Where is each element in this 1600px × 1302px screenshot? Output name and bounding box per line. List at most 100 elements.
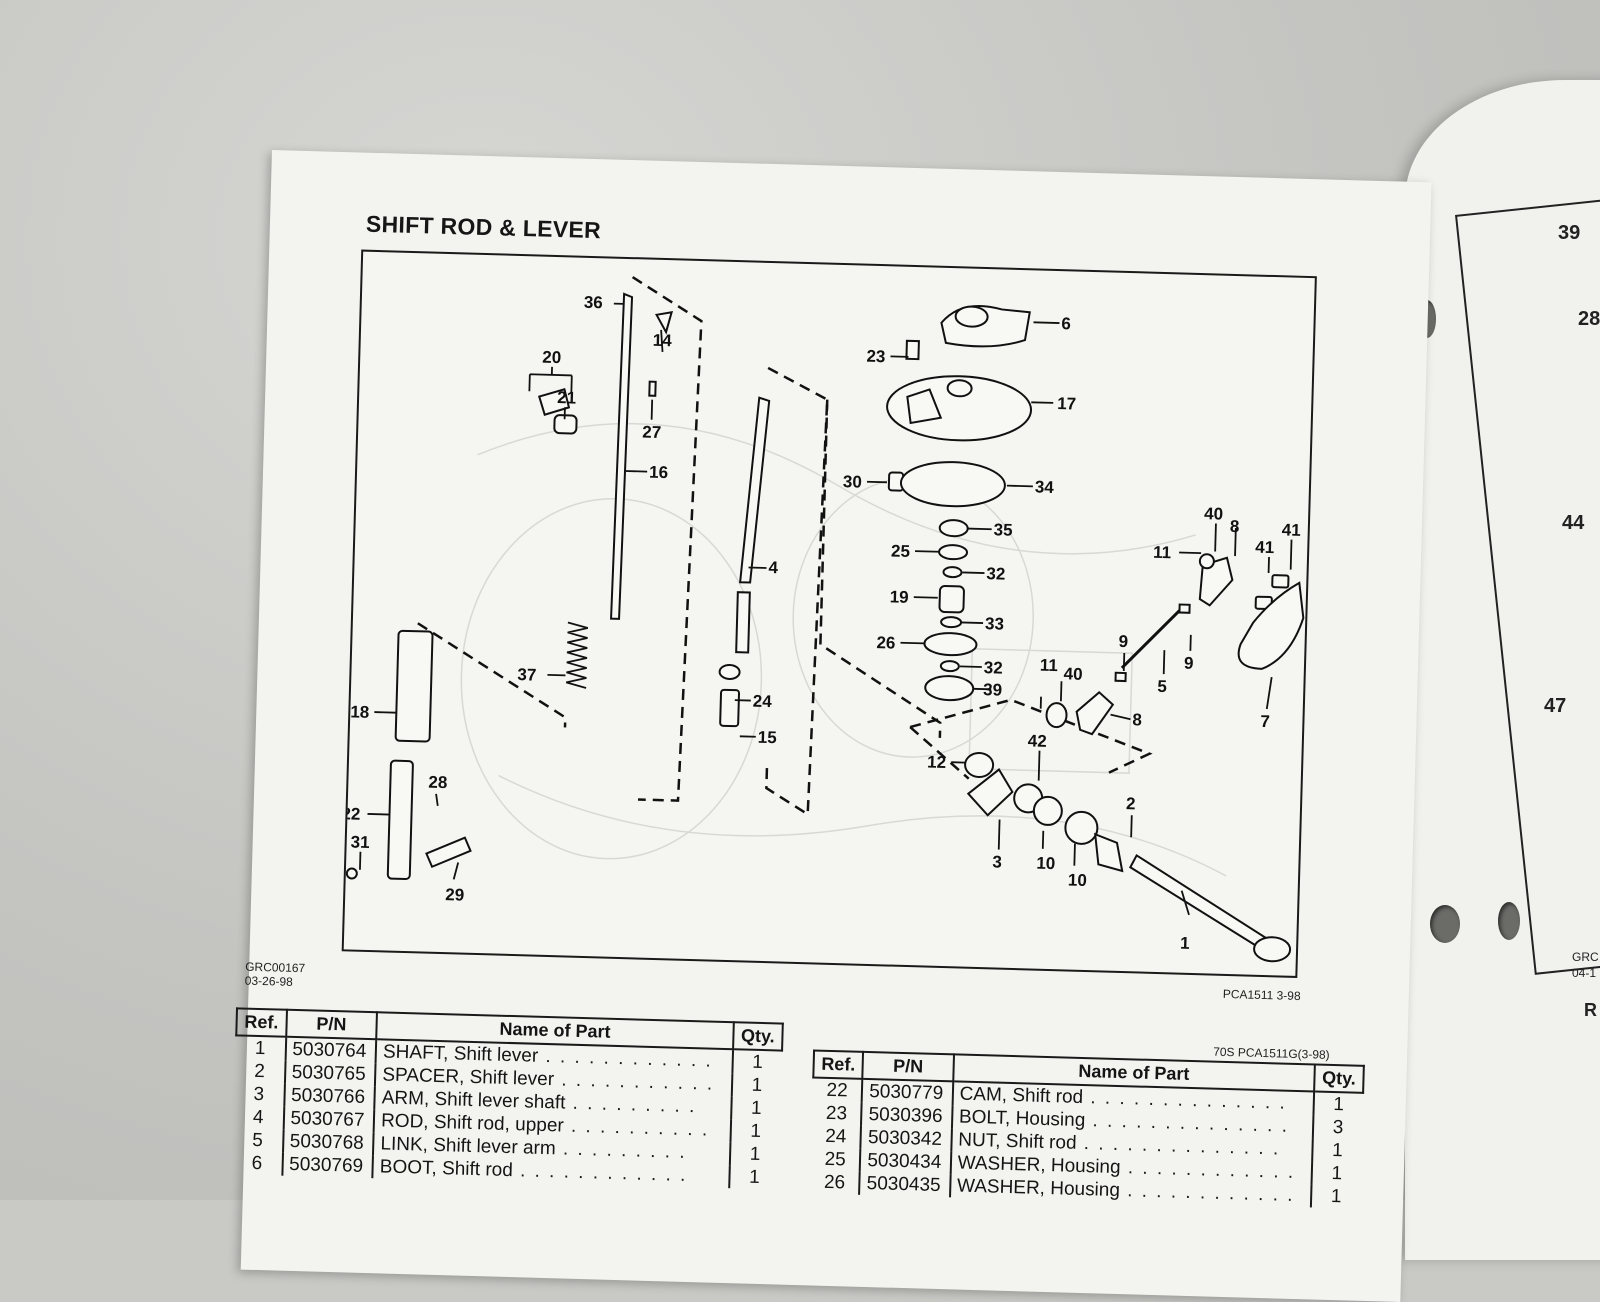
- callout-8: 8: [1132, 710, 1142, 729]
- pn-cell: 5030766: [284, 1084, 375, 1110]
- callout-3: 3: [992, 852, 1002, 871]
- qty-cell: 1: [731, 1096, 781, 1120]
- pn-cell: 5030434: [860, 1149, 951, 1175]
- qty-cell: 1: [1311, 1184, 1361, 1208]
- callout-27: 27: [642, 422, 661, 442]
- facing-page-label: 28: [1578, 308, 1600, 331]
- pn-cell: 5030396: [861, 1103, 952, 1129]
- qty-cell: 3: [1313, 1115, 1363, 1139]
- callout-35: 35: [993, 520, 1012, 540]
- callout-9: 9: [1184, 654, 1194, 673]
- column-header-ref: Ref.: [813, 1050, 863, 1078]
- column-header-qty: Qty.: [1314, 1064, 1364, 1092]
- callout-42: 42: [1028, 731, 1047, 751]
- pn-cell: 5030764: [285, 1037, 376, 1064]
- callout-37: 37: [517, 665, 536, 685]
- callout-labels: 1 2 3 4 5 6 7 8 8 9 9 10 10 11 11 12 13 …: [344, 285, 1307, 956]
- callout-36: 36: [584, 293, 603, 313]
- ref-cell: 1: [236, 1035, 286, 1060]
- callout-18: 18: [350, 702, 369, 722]
- callout-11: 11: [1153, 543, 1172, 562]
- qty-cell: 1: [732, 1049, 782, 1074]
- ref-cell: 2: [235, 1059, 285, 1083]
- page-title: SHIFT ROD & LEVER: [366, 211, 602, 245]
- facing-page-label: 47: [1544, 695, 1566, 718]
- ref-cell: 23: [812, 1101, 862, 1125]
- callout-26: 26: [876, 633, 895, 653]
- qty-cell: 1: [730, 1119, 780, 1143]
- callout-11: 11: [1040, 656, 1059, 675]
- pn-cell: 5030768: [283, 1130, 374, 1156]
- callout-23: 23: [866, 347, 885, 367]
- callout-9: 9: [1118, 632, 1128, 651]
- part-name: NUT, Shift rod: [958, 1130, 1077, 1154]
- qty-cell: 1: [1313, 1091, 1363, 1116]
- callout-20: 20: [542, 348, 561, 368]
- part-name: WASHER, Housing: [957, 1176, 1120, 1202]
- qty-cell: 1: [730, 1142, 780, 1166]
- part-name: BOLT, Housing: [959, 1107, 1086, 1132]
- dashed-group-outline: [618, 277, 703, 801]
- ref-cell: 4: [234, 1105, 284, 1129]
- part-name: CAM, Shift rod: [959, 1084, 1083, 1108]
- callout-33: 33: [985, 614, 1004, 634]
- callout-4: 4: [768, 558, 779, 577]
- callout-10: 10: [1036, 854, 1055, 874]
- ref-cell: 26: [810, 1170, 860, 1194]
- qty-cell: 1: [729, 1165, 779, 1189]
- callout-5: 5: [1157, 677, 1167, 696]
- part-name: BOOT, Shift rod: [380, 1156, 514, 1181]
- callout-41: 41: [1282, 520, 1301, 540]
- callout-14: 14: [653, 331, 673, 351]
- figure-code: PCA1511 3-98: [1223, 987, 1301, 1003]
- callout-39: 39: [983, 680, 1002, 700]
- callout-17: 17: [1057, 394, 1076, 414]
- ref-cell: 24: [811, 1124, 861, 1148]
- dashed-group-outline: [415, 623, 568, 727]
- callout-2: 2: [1126, 794, 1136, 813]
- pn-cell: 5030769: [282, 1153, 373, 1179]
- pn-cell: 5030767: [283, 1107, 374, 1133]
- callout-32: 32: [986, 564, 1005, 584]
- pn-cell: 5030765: [284, 1061, 375, 1087]
- facing-page-label: 39: [1558, 222, 1580, 245]
- qty-cell: 1: [1312, 1138, 1362, 1162]
- callout-12: 12: [927, 753, 946, 773]
- catalog-page: SHIFT ROD & LEVER: [241, 150, 1432, 1302]
- ref-cell: 5: [233, 1128, 283, 1152]
- callout-31: 31: [350, 832, 369, 852]
- callout-21: 21: [557, 388, 576, 408]
- ref-cell: 22: [813, 1077, 863, 1102]
- facing-page-code: GRC: [1572, 950, 1599, 964]
- callout-8: 8: [1230, 517, 1240, 536]
- callout-32: 32: [984, 658, 1003, 678]
- part-name: SHAFT, Shift lever: [383, 1041, 539, 1066]
- callout-7: 7: [1260, 712, 1270, 731]
- qty-cell: 1: [1312, 1161, 1362, 1185]
- column-header-pn: P/N: [863, 1052, 954, 1082]
- callout-34: 34: [1035, 477, 1055, 497]
- callout-40: 40: [1204, 504, 1223, 524]
- diagram-drawing: 1 2 3 4 5 6 7 8 8 9 9 10 10 11 11 12 13 …: [344, 252, 1315, 976]
- ref-cell: 25: [811, 1147, 861, 1171]
- callout-6: 6: [1061, 314, 1071, 333]
- callout-28: 28: [428, 773, 447, 793]
- pn-cell: 5030779: [862, 1079, 953, 1106]
- binder-hole: [1498, 902, 1520, 940]
- facing-page-code: 04-1: [1572, 966, 1596, 980]
- callout-41: 41: [1255, 538, 1274, 558]
- ref-cell: 3: [234, 1082, 284, 1106]
- callout-19: 19: [889, 587, 908, 607]
- document-date: 03-26-98: [245, 974, 293, 989]
- callout-16: 16: [649, 463, 668, 483]
- pn-cell: 5030435: [859, 1172, 950, 1198]
- column-header-qty: Qty.: [733, 1022, 783, 1050]
- callout-30: 30: [843, 472, 862, 492]
- callout-25: 25: [891, 541, 910, 561]
- callout-13: 13: [344, 844, 346, 864]
- binder-hole: [1430, 905, 1460, 943]
- exploded-parts-diagram: 1 2 3 4 5 6 7 8 8 9 9 10 10 11 11 12 13 …: [342, 250, 1317, 978]
- facing-page-code: R: [1584, 1000, 1597, 1021]
